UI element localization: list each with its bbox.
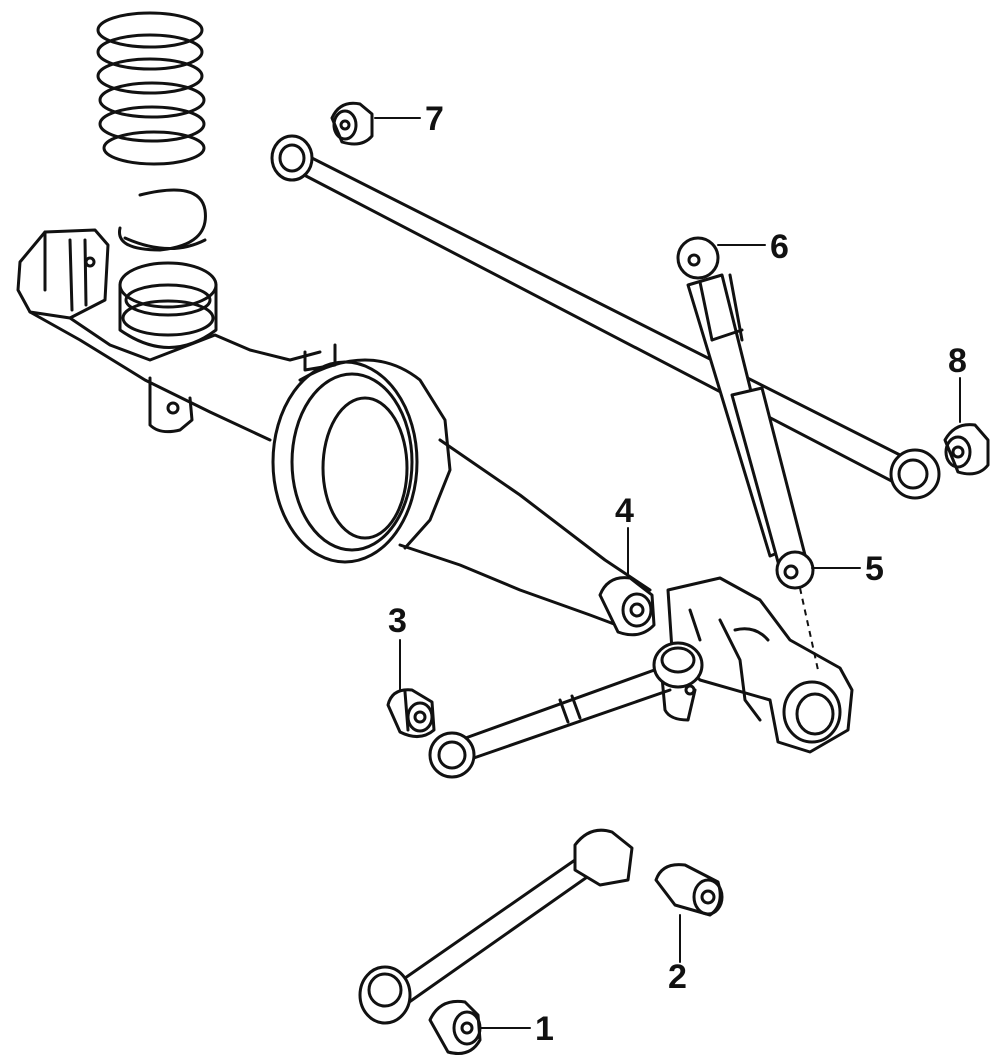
shock-absorber [676, 236, 815, 590]
coil-spring [96, 11, 218, 349]
upper-rod [270, 134, 941, 500]
lateral-rod [428, 641, 704, 779]
bushing-2 [654, 863, 724, 917]
callout-6: 6 [770, 228, 789, 266]
bushing-7 [330, 101, 374, 146]
callout-3: 3 [388, 602, 407, 640]
bushing-4 [598, 576, 656, 637]
callout-8: 8 [948, 342, 967, 380]
bushing-8 [943, 423, 990, 476]
callout-4: 4 [615, 492, 634, 530]
callout-2: 2 [668, 958, 687, 996]
bushing-3 [386, 688, 436, 738]
bushing-1 [428, 999, 482, 1055]
callout-5: 5 [865, 550, 884, 588]
leader-lines [374, 117, 961, 1029]
callout-1: 1 [535, 1010, 554, 1048]
lower-rod [358, 828, 634, 1025]
rear-axle-housing [16, 228, 854, 754]
callout-7: 7 [425, 100, 444, 138]
